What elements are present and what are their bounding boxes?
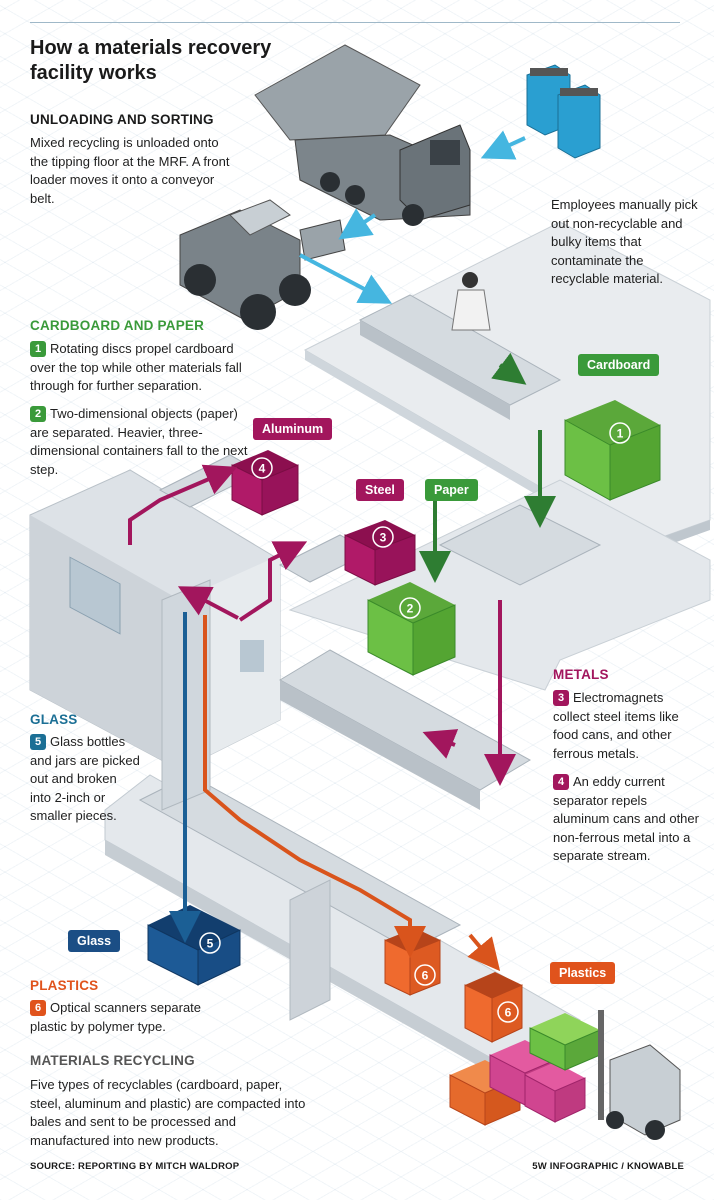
plastic-bin-b <box>464 972 523 1043</box>
step-1-badge: 1 <box>30 341 46 357</box>
plastics-label: Plastics <box>550 962 616 984</box>
step-3-badge: 3 <box>553 690 569 706</box>
step-1-text: Rotating discs propel cardboard over the… <box>30 341 242 393</box>
top-rule <box>30 22 680 23</box>
glass-label: Glass <box>68 930 121 952</box>
page-title: How a materials recovery facility works <box>30 37 272 84</box>
recycle-bins <box>526 64 601 159</box>
flow-arrows <box>128 130 556 972</box>
step-2-badge: 2 <box>30 406 46 422</box>
front-loader <box>179 199 346 330</box>
paper-conveyor <box>438 504 602 586</box>
cardboard-paper-heading: CARDBOARD AND PAPER <box>30 318 205 333</box>
bales <box>449 1013 601 1126</box>
bin-number-6a: 6 <box>422 969 429 983</box>
dump-truck <box>254 44 471 226</box>
cardboard-label: Cardboard <box>578 354 660 376</box>
worker <box>451 272 491 331</box>
aluminum-bin <box>231 450 299 516</box>
aluminum-label: Aluminum <box>253 418 333 440</box>
paper-bin <box>367 582 456 676</box>
step-2-text: Two-dimensional objects (paper) are sepa… <box>30 406 248 477</box>
unloading-body: Mixed recycling is unloaded onto the tip… <box>30 135 230 206</box>
cardboard-bin <box>564 400 661 501</box>
plastic-bin-a <box>384 928 441 996</box>
paper-label: Paper <box>425 479 478 501</box>
step-4-text: An eddy current separator repels aluminu… <box>553 774 699 863</box>
source-credit: SOURCE: REPORTING BY MITCH WALDROP <box>30 1161 240 1172</box>
unloading-heading: UNLOADING AND SORTING <box>30 112 214 127</box>
step-6-text: Optical scanners separate plastic by pol… <box>30 1000 202 1034</box>
plastics-platform <box>104 774 581 1095</box>
bin-number-3: 3 <box>380 531 387 545</box>
metals-conveyor <box>278 649 532 810</box>
glass-heading: GLASS <box>30 712 78 727</box>
step-5-text: Glass bottles and jars are picked out an… <box>30 734 140 823</box>
metals-heading: METALS <box>553 667 609 682</box>
step-4-badge: 4 <box>553 774 569 790</box>
plastics-heading: PLASTICS <box>30 978 99 993</box>
step-3-text: Electromagnets collect steel items like … <box>553 690 679 761</box>
bin-number-6b: 6 <box>505 1006 512 1020</box>
steel-label: Steel <box>356 479 404 501</box>
step-5-badge: 5 <box>30 734 46 750</box>
bin-number-2: 2 <box>407 602 414 616</box>
left-machine <box>29 469 281 771</box>
materials-heading: MATERIALS RECYCLING <box>30 1053 195 1068</box>
employees-body: Employees manually pick out non-recyclab… <box>551 197 698 286</box>
materials-body: Five types of recyclables (cardboard, pa… <box>30 1077 306 1148</box>
steel-bin <box>344 520 416 586</box>
graphic-credit: 5W INFOGRAPHIC / KNOWABLE <box>532 1161 684 1172</box>
bin-number-markers: 1 2 3 4 5 6 6 <box>199 422 631 1023</box>
bin-number-1: 1 <box>617 427 624 441</box>
bin-number-4: 4 <box>259 462 266 476</box>
step-6-badge: 6 <box>30 1000 46 1016</box>
forklift <box>598 1010 681 1140</box>
bin-number-5: 5 <box>207 937 214 951</box>
